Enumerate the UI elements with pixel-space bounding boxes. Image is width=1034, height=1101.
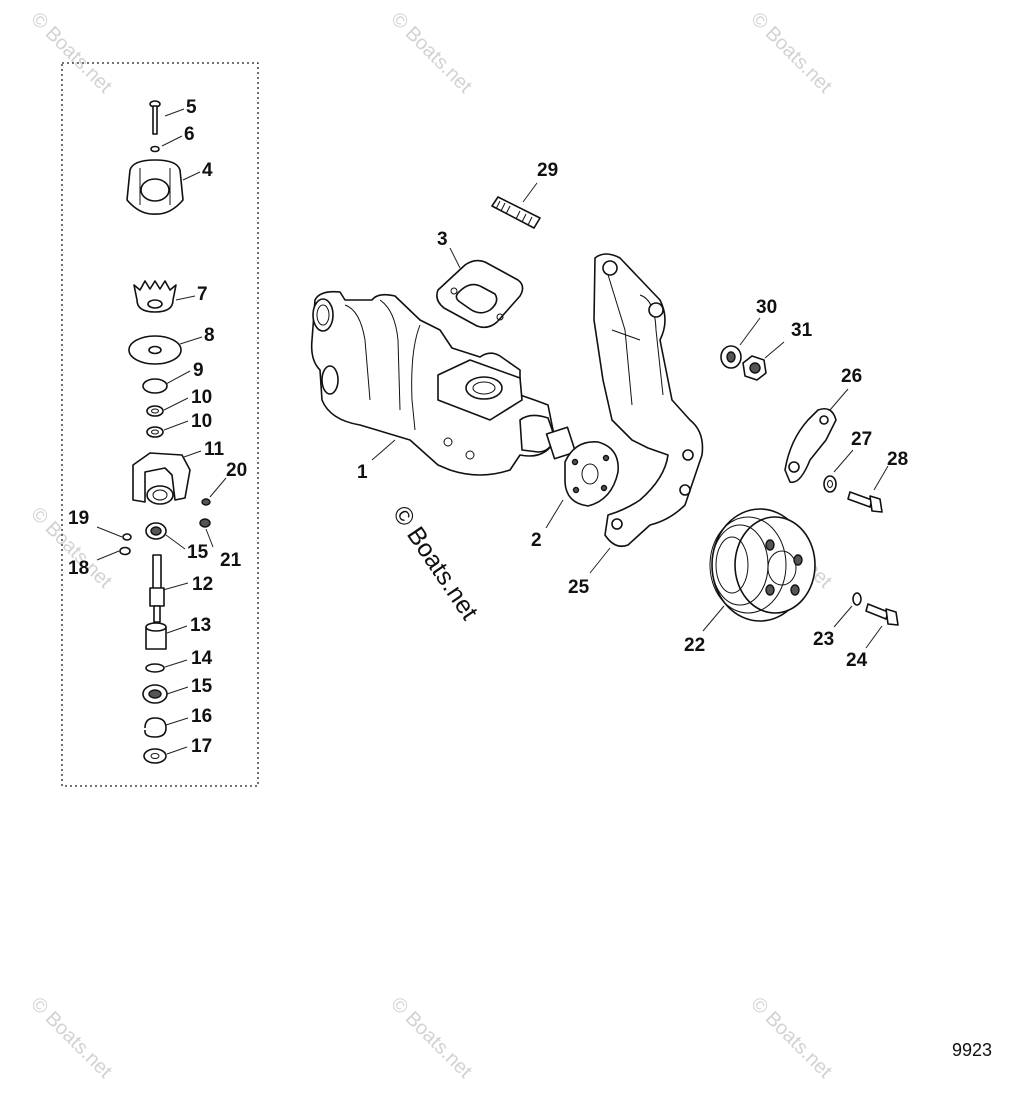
washer-19 xyxy=(122,533,132,541)
leader-lines xyxy=(96,108,889,755)
seal-10 xyxy=(146,426,164,438)
pump-housing-11 xyxy=(132,452,191,505)
washer-27 xyxy=(823,475,837,493)
callout-25: 25 xyxy=(568,577,590,598)
bracket-26 xyxy=(784,407,837,484)
pump-cover-4 xyxy=(126,159,184,215)
watermark-text: © Boats.net xyxy=(386,8,476,98)
callout-27: 27 xyxy=(851,429,872,450)
callout-22: 22 xyxy=(684,635,705,656)
bearing-15 xyxy=(145,522,167,540)
water-pump-1 xyxy=(310,290,577,476)
callout-4: 4 xyxy=(202,160,213,181)
callout-2: 2 xyxy=(531,530,542,551)
watermark-text: © Boats.net xyxy=(26,993,116,1083)
washer-18 xyxy=(119,546,131,556)
bearing-15 xyxy=(142,684,168,704)
watermark-text: © Boats.net xyxy=(26,8,116,98)
callout-21: 21 xyxy=(220,550,242,571)
callout-7: 7 xyxy=(197,284,208,305)
bolt-24 xyxy=(865,603,899,626)
callout-31: 31 xyxy=(791,320,813,341)
coupling-2 xyxy=(564,441,619,507)
callout-10: 10 xyxy=(191,387,212,408)
callout-20: 20 xyxy=(226,460,247,481)
seal-10 xyxy=(146,405,164,417)
nut-31 xyxy=(742,355,767,381)
snap-ring-16 xyxy=(144,717,167,738)
callout-24: 24 xyxy=(846,650,868,671)
callout-15: 15 xyxy=(187,542,209,563)
washer-14 xyxy=(145,663,165,673)
callout-14: 14 xyxy=(191,648,213,669)
callout-8: 8 xyxy=(204,325,215,346)
screw-5 xyxy=(149,100,161,135)
kit-parts xyxy=(119,100,211,764)
impeller-7 xyxy=(133,280,177,313)
callout-13: 13 xyxy=(190,615,211,636)
callout-18: 18 xyxy=(68,558,89,579)
callout-11: 11 xyxy=(204,439,225,460)
watermark-text: © Boats.net xyxy=(746,993,836,1083)
watermark-text: © Boats.net xyxy=(746,8,836,98)
callouts: 5 6 4 7 8 9 10 10 11 20 19 15 21 18 12 1… xyxy=(68,97,908,757)
pulley-22 xyxy=(709,508,816,622)
callout-26: 26 xyxy=(841,366,862,387)
callout-3: 3 xyxy=(437,229,448,250)
repair-kit-box xyxy=(61,62,259,787)
callout-9: 9 xyxy=(193,360,204,381)
callout-12: 12 xyxy=(192,574,213,595)
callout-19: 19 xyxy=(68,508,89,529)
callout-15: 15 xyxy=(191,676,213,697)
callout-16: 16 xyxy=(191,706,212,727)
figure-number: 9923 xyxy=(952,1040,992,1060)
shaft-12 xyxy=(149,554,165,623)
callout-10: 10 xyxy=(191,411,212,432)
gasket-3 xyxy=(436,259,524,329)
sleeve-13 xyxy=(145,622,167,650)
callout-6: 6 xyxy=(184,124,195,145)
nut-20 xyxy=(201,498,211,506)
callout-30: 30 xyxy=(756,297,777,318)
wear-plate-8 xyxy=(128,335,182,365)
mounting-bracket-25 xyxy=(593,253,704,548)
nut-30 xyxy=(720,345,742,369)
o-ring-9 xyxy=(142,378,168,394)
callout-5: 5 xyxy=(186,97,197,118)
watermark-main: © Boats.net xyxy=(387,501,483,625)
stud-29 xyxy=(491,196,541,229)
callout-17: 17 xyxy=(191,736,212,757)
seal-17 xyxy=(143,748,167,764)
nut-21 xyxy=(199,518,211,528)
callout-1: 1 xyxy=(357,462,368,483)
callout-29: 29 xyxy=(537,160,558,181)
washer-23 xyxy=(852,592,862,606)
watermark-text: © Boats.net xyxy=(386,993,476,1083)
callout-28: 28 xyxy=(887,449,908,470)
bolt-28 xyxy=(847,491,883,513)
callout-23: 23 xyxy=(813,629,834,650)
washer-6 xyxy=(150,145,160,153)
